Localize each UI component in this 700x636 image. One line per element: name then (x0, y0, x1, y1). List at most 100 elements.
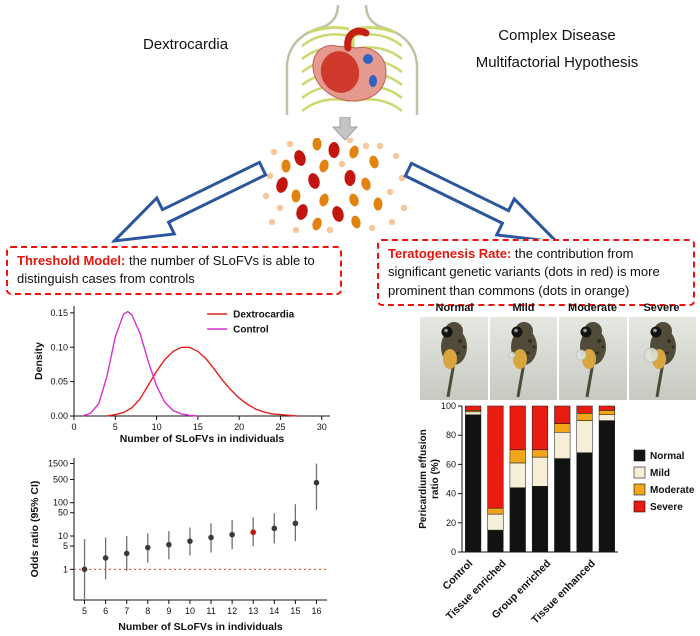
common-variant-dot (376, 142, 384, 150)
fish-severity-labels: Normal Mild Moderate Severe (420, 302, 696, 314)
fish-label-mild: Mild (512, 302, 535, 314)
bar-segment-mild (509, 462, 526, 489)
torso-outline-left (285, 4, 340, 115)
or-point (229, 531, 235, 538)
clavicle-left (309, 26, 350, 34)
svg-text:40: 40 (446, 489, 456, 499)
common-variant-dot (368, 224, 376, 232)
or-point (166, 541, 172, 548)
svg-text:500: 500 (53, 474, 68, 484)
fish-label-moderate: Moderate (568, 302, 617, 314)
bar-segment-moderate (598, 410, 615, 416)
svg-text:Severe: Severe (650, 502, 683, 513)
svg-text:0.15: 0.15 (50, 308, 68, 318)
significant-variant-dot (344, 170, 356, 186)
bar-segment-normal (598, 420, 615, 553)
legend-swatch-severe (633, 500, 646, 513)
common-variant-dot (386, 188, 394, 196)
common-variant-dot (286, 140, 294, 148)
common-variant-dot (392, 152, 400, 160)
svg-text:Normal: Normal (650, 451, 685, 462)
bar-segment-severe (598, 405, 615, 411)
svg-text:Mild: Mild (650, 468, 670, 479)
orange-variant-dot (361, 177, 371, 191)
svg-text:Number of SLoFVs in individual: Number of SLoFVs in individuals (120, 433, 285, 445)
threshold-model-label: Threshold Model: (17, 253, 126, 268)
svg-text:7: 7 (124, 606, 129, 616)
significant-variant-dot (294, 150, 306, 166)
or-point (313, 479, 320, 486)
orange-variant-dot (349, 193, 359, 207)
svg-text:80: 80 (446, 430, 456, 440)
orange-variant-dot (349, 145, 359, 159)
bar-segment-severe (531, 405, 549, 451)
right-title: Complex Disease Multifactorial Hypothesi… (448, 22, 666, 76)
svg-text:11: 11 (206, 606, 215, 616)
zebrafish-image-normal (420, 317, 488, 400)
common-variant-dot (326, 226, 334, 234)
common-variant-dot (362, 142, 370, 150)
svg-text:50: 50 (58, 508, 68, 518)
zebrafish-image-mild (489, 317, 557, 400)
legend-swatch-moderate (633, 483, 646, 496)
bar-segment-mild (487, 513, 504, 531)
svg-text:Density: Density (33, 342, 45, 380)
zebrafish-image-strip (420, 317, 696, 400)
svg-text:9: 9 (166, 606, 171, 616)
svg-text:30: 30 (317, 422, 327, 432)
svg-text:20: 20 (446, 518, 456, 528)
significant-variant-dot (276, 177, 288, 193)
bar-segment-moderate (487, 507, 504, 515)
zebrafish-image-severe (628, 317, 696, 400)
orange-variant-dot (351, 215, 361, 229)
svg-text:Odds ratio (95% CI): Odds ratio (95% CI) (29, 481, 41, 578)
svg-text:20: 20 (234, 422, 244, 432)
bar-segment-normal (465, 414, 482, 553)
orange-variant-dot (373, 197, 383, 211)
svg-text:Number of SLoFVs in individual: Number of SLoFVs in individuals (118, 621, 283, 633)
svg-text:0: 0 (451, 547, 456, 557)
or-point (187, 538, 193, 544)
svg-text:Dextrocardia: Dextrocardia (233, 310, 295, 321)
heart-ventricle (320, 51, 360, 93)
common-variant-dot (400, 204, 408, 212)
svg-text:15: 15 (193, 422, 203, 432)
svg-text:ratio (%): ratio (%) (430, 459, 441, 499)
svg-text:0.00: 0.00 (50, 411, 68, 421)
pulmonary-vessel (363, 54, 373, 64)
bar-segment-normal (531, 486, 549, 553)
common-variant-dot (266, 172, 274, 180)
pericardial-effusion (575, 349, 587, 361)
svg-text:Moderate: Moderate (650, 485, 695, 496)
significant-variant-dot (308, 173, 320, 189)
threshold-model-text: the number of SLoFVs is able to distingu… (17, 253, 315, 287)
bar-segment-severe (576, 405, 593, 414)
common-variant-dot (262, 192, 270, 200)
curve-control (82, 310, 198, 417)
svg-text:0.05: 0.05 (50, 377, 68, 387)
svg-text:10: 10 (152, 422, 162, 432)
common-variant-dot (268, 218, 276, 226)
variant-dots-cluster (262, 138, 408, 234)
significant-variant-dot (328, 142, 340, 158)
bar-segment-severe (487, 405, 504, 509)
bar-segment-mild (576, 420, 593, 453)
svg-text:60: 60 (446, 459, 456, 469)
threshold-model-box: Threshold Model: the number of SLoFVs is… (6, 246, 342, 295)
svg-text:6: 6 (103, 606, 108, 616)
svg-text:1: 1 (63, 564, 68, 574)
common-variant-dot (292, 226, 300, 234)
common-variant-dot (388, 218, 396, 226)
or-point (271, 525, 278, 532)
common-variant-dot (338, 160, 346, 168)
svg-text:1500: 1500 (48, 459, 68, 469)
fish-eye (650, 326, 661, 338)
bar-segment-normal (487, 529, 504, 553)
bar-segment-mild (465, 411, 482, 416)
or-point (208, 534, 214, 541)
svg-text:16: 16 (311, 606, 321, 616)
svg-text:10: 10 (185, 606, 195, 616)
orange-variant-dot (312, 138, 322, 151)
